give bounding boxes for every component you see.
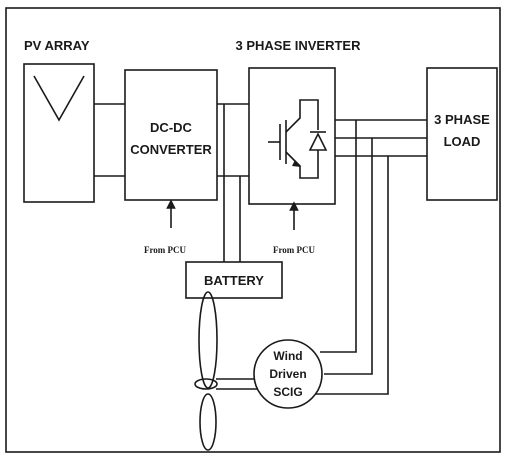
- inverter-box: [248, 67, 336, 205]
- outer-frame: [5, 7, 501, 453]
- dc-dc-converter-box: [124, 69, 218, 201]
- pv-symbol: [33, 75, 85, 122]
- battery-label: BATTERY: [204, 273, 264, 288]
- scig-label-line3: SCIG: [273, 385, 302, 399]
- wire-scig-b: [324, 138, 373, 375]
- wire-scig-c: [316, 156, 389, 395]
- pv-array-label: PV ARRAY: [24, 38, 90, 53]
- load-label-line2: LOAD: [444, 134, 481, 149]
- pv-array-box: [23, 63, 95, 203]
- scig-circle: [253, 339, 323, 409]
- from-pcu-inv-label: From PCU: [273, 245, 316, 255]
- load-box: [426, 67, 498, 201]
- wire-scig-a: [320, 120, 357, 353]
- from-pcu-dc-label: From PCU: [144, 245, 187, 255]
- scig-label-line1: Wind: [273, 349, 302, 363]
- scig-label-line2: Driven: [269, 367, 306, 381]
- load-label-line1: 3 PHASE: [434, 112, 490, 127]
- igbt-symbol: [268, 99, 328, 179]
- battery-box: [185, 261, 283, 299]
- inverter-label: 3 PHASE INVERTER: [236, 38, 362, 53]
- wind-turbine: [194, 291, 258, 451]
- dc-dc-label-line2: CONVERTER: [130, 142, 212, 157]
- dc-dc-label-line1: DC-DC: [150, 120, 192, 135]
